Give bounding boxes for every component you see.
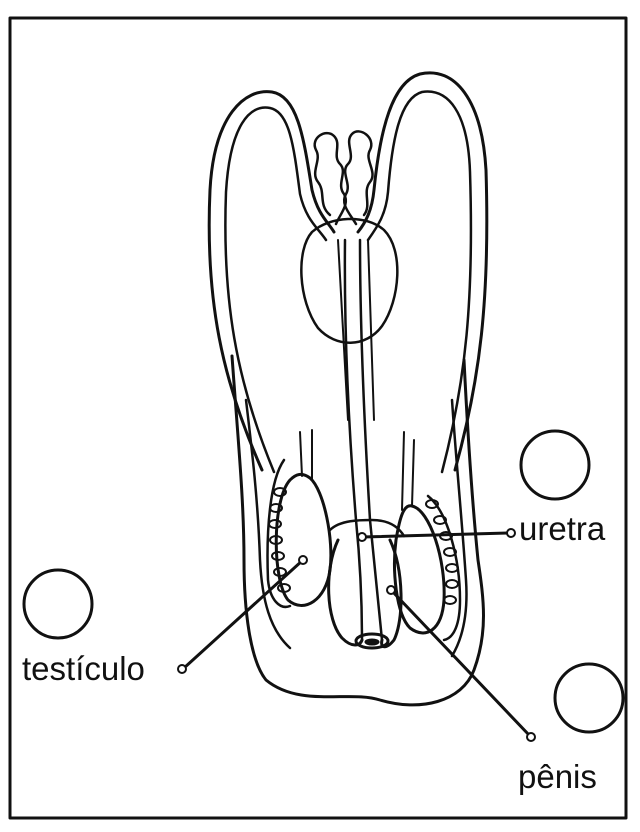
right-vas-deferens-inner [368,92,471,472]
label-testiculo: testículo [22,652,145,685]
testiculo-leader [178,556,307,673]
urethra-inner-right [368,240,374,420]
answer-circle-right-bottom[interactable] [555,664,623,732]
prostate [301,219,397,343]
penis-anchor-dot [387,586,395,594]
spermatic-cords [300,430,414,510]
answer-circle-right-top[interactable] [521,431,589,499]
label-penis: pênis [518,760,597,793]
right-testis [395,506,445,633]
label-uretra: uretra [519,512,605,545]
penis-base [330,520,404,536]
answer-circle-left[interactable] [24,570,92,638]
uretra-label-dot [507,529,515,537]
testiculo-anchor-dot [299,556,307,564]
penis-leader [387,586,535,741]
uretra-anchor-dot [358,533,366,541]
penis-left-lobe [329,540,362,645]
right-epididymis-coils [426,500,458,604]
testiculo-label-dot [178,665,186,673]
urethral-opening [365,639,379,645]
penis-label-dot [527,733,535,741]
